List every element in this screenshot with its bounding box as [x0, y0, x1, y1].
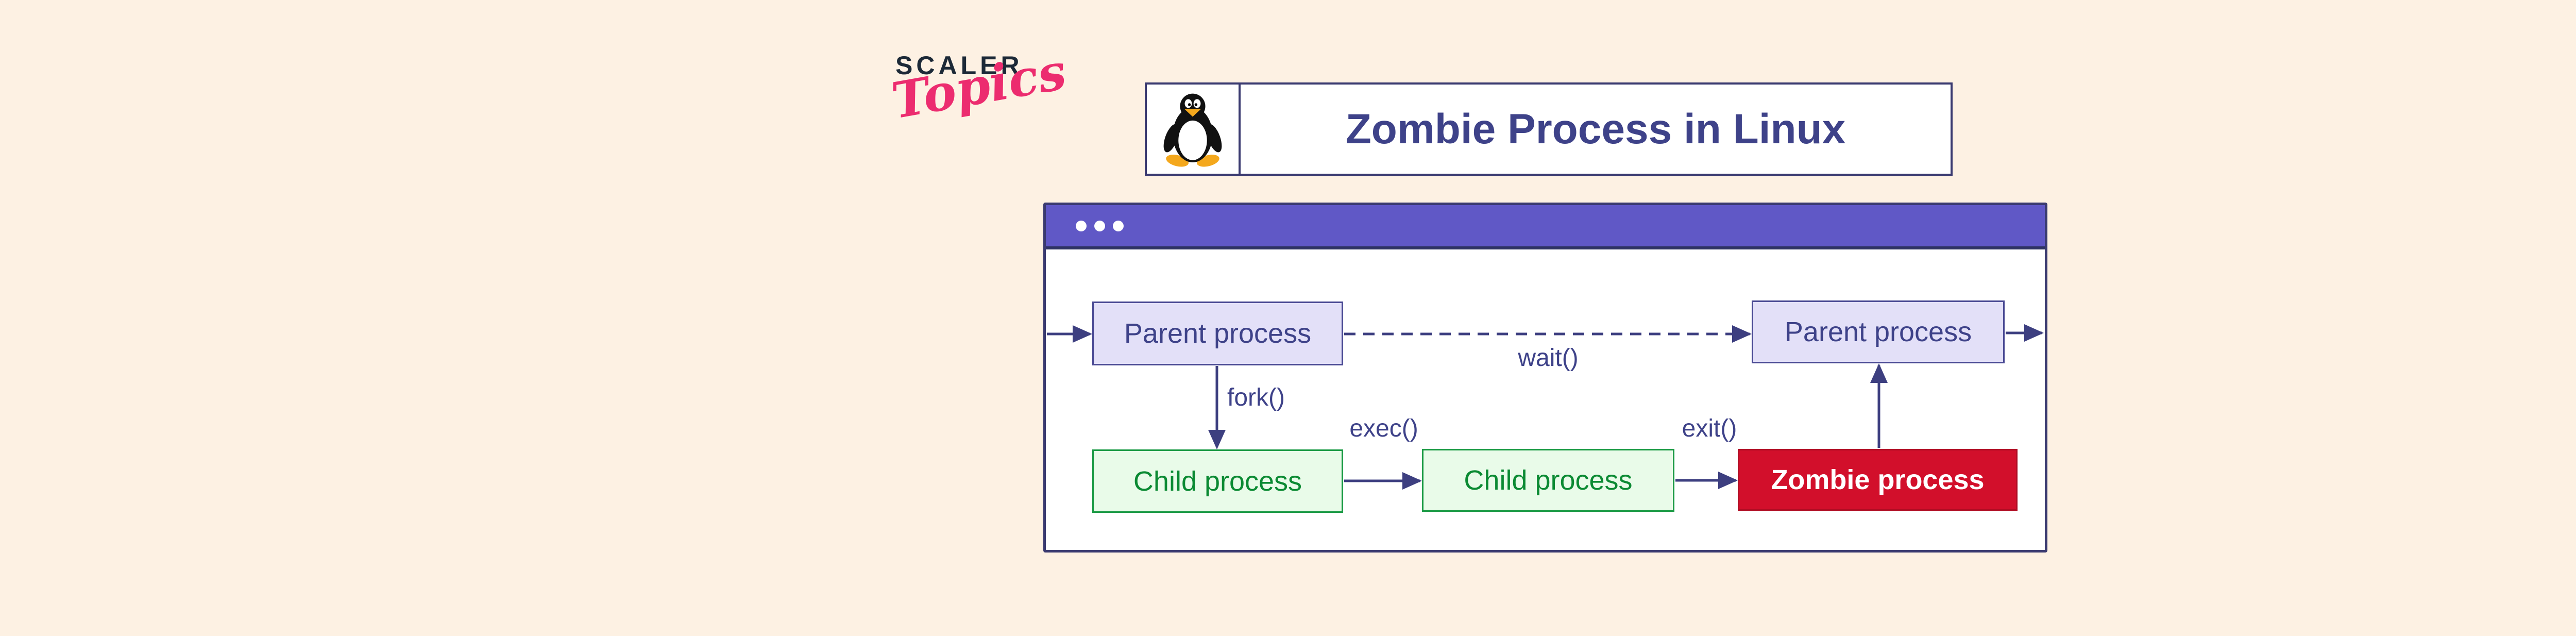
wait-edge-label: wait()	[1518, 344, 1579, 372]
window-dot-icon	[1076, 220, 1087, 231]
scaler-topics-logo: SCALER Topics	[887, 42, 1070, 130]
title-banner: Zombie Process in Linux	[1145, 82, 1953, 176]
node-label: Child process	[1133, 465, 1302, 497]
tux-icon	[1163, 93, 1222, 166]
node-label: Zombie process	[1771, 464, 1985, 495]
window-dot-icon	[1094, 220, 1105, 231]
node-label: Parent process	[1124, 318, 1312, 349]
node-label: Parent process	[1784, 316, 1972, 347]
page-title: Zombie Process in Linux	[1345, 105, 1846, 153]
exec-edge-label: exec()	[1349, 415, 1418, 442]
parent-process-node-1: Parent process	[1092, 302, 1343, 365]
logo-brand-text: SCALER	[895, 51, 1023, 80]
child-process-node-1: Child process	[1092, 449, 1343, 513]
node-label: Child process	[1464, 465, 1633, 496]
exit-edge-label: exit()	[1682, 415, 1737, 442]
parent-process-node-2: Parent process	[1752, 300, 2005, 363]
diagram-window: Parent process Parent process Child proc…	[1043, 203, 2047, 553]
window-dot-icon	[1113, 220, 1124, 231]
window-body: Parent process Parent process Child proc…	[1046, 249, 2045, 550]
window-titlebar	[1046, 205, 2045, 249]
fork-edge-label: fork()	[1227, 384, 1285, 411]
zombie-process-node: Zombie process	[1738, 449, 2018, 511]
child-process-node-2: Child process	[1422, 449, 1674, 512]
banner-icon-cell	[1147, 85, 1241, 174]
arrows-layer	[1047, 324, 2044, 490]
